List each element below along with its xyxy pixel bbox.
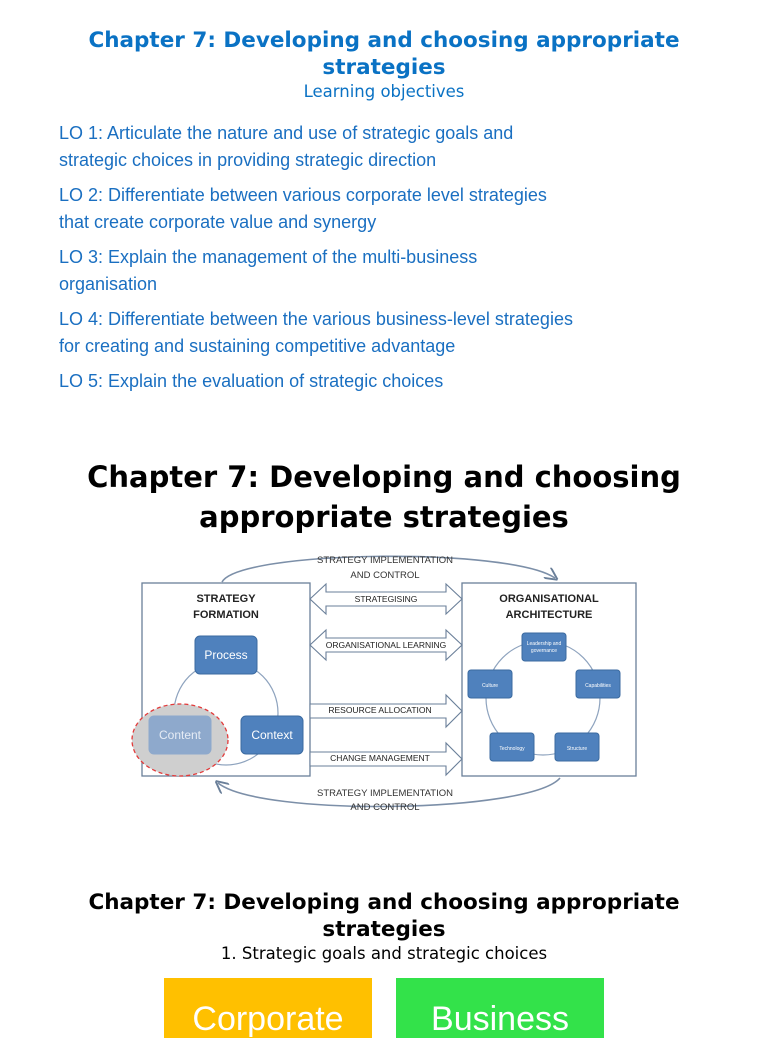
slide1-title: Chapter 7: Developing and choosing appro…: [88, 28, 680, 80]
objective-line: LO 4: Differentiate between the various …: [59, 309, 573, 329]
business-tile-label: Business: [431, 1000, 569, 1038]
bottom-curved-arrow: [218, 777, 561, 808]
learning-objective: LO 4: Differentiate between the various …: [59, 306, 699, 360]
learning-arrow: [309, 628, 463, 662]
slide2-title: Chapter 7: Developing and choosing appro…: [87, 460, 681, 534]
business-tile: Business: [396, 978, 604, 1038]
corporate-tile: Corporate: [164, 978, 372, 1038]
change-management-label: CHANGE MANAGEMENT: [330, 753, 430, 763]
resource-allocation-label: RESOURCE ALLOCATION: [328, 705, 431, 715]
technology-node: [489, 732, 535, 762]
context-node: [240, 715, 304, 755]
objective-line: LO 3: Explain the management of the mult…: [59, 247, 478, 267]
learning-objective: LO 3: Explain the management of the mult…: [59, 244, 699, 298]
bottom-label-line1: STRATEGY IMPLEMENTATION: [317, 788, 453, 799]
top-label-line2: AND CONTROL: [350, 570, 419, 581]
top-label-line1: STRATEGY IMPLEMENTATION: [317, 555, 453, 566]
strategising-label: STRATEGISING: [355, 594, 418, 604]
slide3-title: Chapter 7: Developing and choosing appro…: [88, 890, 680, 942]
culture-label: Culture: [482, 683, 498, 689]
content-label: Content: [159, 728, 202, 742]
leadership-label-line2: governance: [531, 648, 557, 654]
learning-objective: LO 1: Articulate the nature and use of s…: [59, 120, 699, 174]
culture-node: [467, 669, 513, 699]
technology-label: Technology: [499, 746, 525, 752]
structure-node: [554, 732, 600, 762]
structure-label: Structure: [567, 746, 588, 752]
content-node: [148, 715, 212, 755]
corporate-tile-label: Corporate: [192, 1000, 344, 1038]
strategy-formation-title-line2: FORMATION: [193, 609, 259, 621]
change-management-arrow: [309, 741, 463, 777]
architecture-title-line1: ORGANISATIONAL: [499, 593, 599, 605]
learning-objectives-list: LO 1: Articulate the nature and use of s…: [59, 120, 699, 403]
slide3-subtitle: 1. Strategic goals and strategic choices: [220, 944, 548, 963]
objective-line: LO 2: Differentiate between various corp…: [59, 185, 547, 205]
context-label: Context: [251, 728, 293, 742]
learning-objective: LO 2: Differentiate between various corp…: [59, 182, 699, 236]
objective-line: that create corporate value and synergy: [59, 212, 377, 232]
strategising-arrow: [309, 582, 463, 616]
learning-objective: LO 5: Explain the evaluation of strategi…: [59, 368, 699, 395]
slide1-subtitle: Learning objectives: [303, 82, 465, 101]
capabilities-label: Capabilities: [585, 683, 611, 689]
objective-line: strategic choices in providing strategic…: [59, 150, 437, 170]
strategy-diagram: STRATEGY IMPLEMENTATION AND CONTROL STRA…: [131, 555, 637, 813]
resource-allocation-arrow: [309, 693, 463, 729]
objective-line: for creating and sustaining competitive …: [59, 336, 456, 356]
bottom-label-line2: AND CONTROL: [350, 802, 419, 813]
objective-line: LO 1: Articulate the nature and use of s…: [59, 123, 514, 143]
capabilities-node: [575, 669, 621, 699]
leadership-label-line1: Leadership and: [527, 641, 562, 647]
learning-label: ORGANISATIONAL LEARNING: [326, 640, 446, 650]
top-curved-arrow: [221, 555, 555, 583]
leadership-node: [521, 632, 567, 662]
objective-line: organisation: [59, 274, 158, 294]
process-label: Process: [204, 648, 247, 662]
strategy-formation-title-line1: STRATEGY: [196, 593, 256, 605]
objective-line: LO 5: Explain the evaluation of strategi…: [59, 371, 444, 391]
process-node: [194, 635, 258, 675]
architecture-title-line2: ARCHITECTURE: [506, 609, 593, 621]
